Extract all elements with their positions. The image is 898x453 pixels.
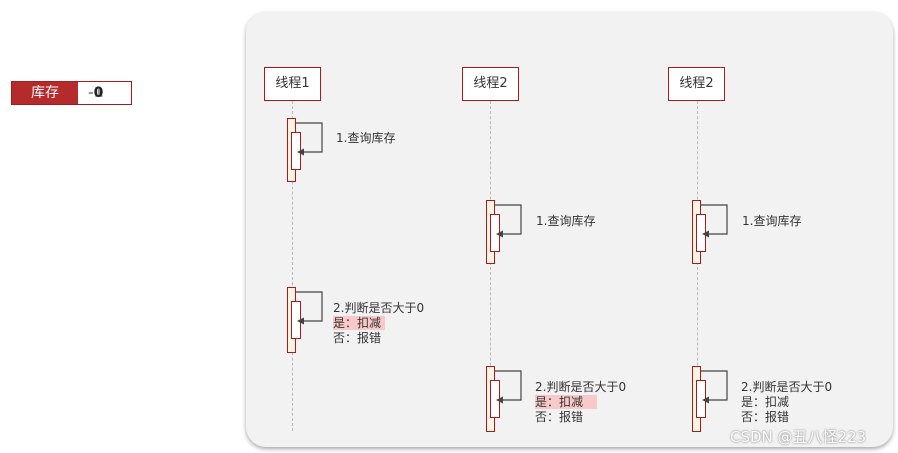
thread-3-query-self-arrow	[701, 204, 728, 238]
stock-value-current: 0	[93, 85, 104, 101]
thread-1-header: 线程1	[264, 67, 321, 101]
thread-3-lifeline	[697, 101, 698, 431]
thread-2-query-self-arrow	[495, 204, 522, 238]
thread-1-query-self-arrow	[296, 122, 323, 156]
thread-3-query-label: 1.查询库存	[742, 214, 802, 228]
thread-2-judge-self-arrow	[495, 370, 522, 404]
thread-1-judge-label: 2.判断是否大于0	[333, 301, 425, 315]
sequence-diagram-panel	[246, 12, 893, 447]
thread-1-yes-label: 是：扣减	[333, 316, 386, 330]
thread-2-header: 线程2	[462, 67, 519, 101]
thread-2-lifeline	[490, 101, 491, 431]
thread-1-lifeline	[292, 101, 293, 431]
thread-2-no-label: 否：报错	[535, 410, 584, 424]
stock-value-previous: -1	[88, 85, 104, 101]
stock-label: 库存	[12, 82, 78, 104]
thread-3-judge-text: 2.判断是否大于0 是：扣减 否：报错	[741, 380, 832, 425]
thread-1-query-label: 1.查询库存	[336, 131, 396, 145]
thread-3-no-label: 否：报错	[741, 410, 790, 424]
thread-1-judge-self-arrow	[296, 291, 323, 325]
thread-2-judge-text: 2.判断是否大于0 是：扣减 否：报错	[535, 380, 626, 425]
thread-3-yes-label: 是：扣减	[741, 395, 790, 409]
stock-badge: 库存 -10	[11, 81, 132, 105]
thread-3-judge-self-arrow	[701, 370, 728, 404]
thread-2-query-label: 1.查询库存	[536, 214, 596, 228]
thread-2-yes-label: 是：扣减	[535, 395, 598, 409]
thread-1-no-label: 否：报错	[333, 331, 382, 345]
thread-2-judge-label: 2.判断是否大于0	[535, 380, 627, 394]
thread-1-judge-text: 2.判断是否大于0 是：扣减 否：报错	[333, 301, 424, 346]
thread-3-judge-label: 2.判断是否大于0	[741, 380, 833, 394]
thread-3-header: 线程2	[668, 67, 725, 101]
csdn-watermark: CSDN @丑八怪223	[730, 428, 867, 446]
stock-value: -10	[88, 82, 128, 104]
